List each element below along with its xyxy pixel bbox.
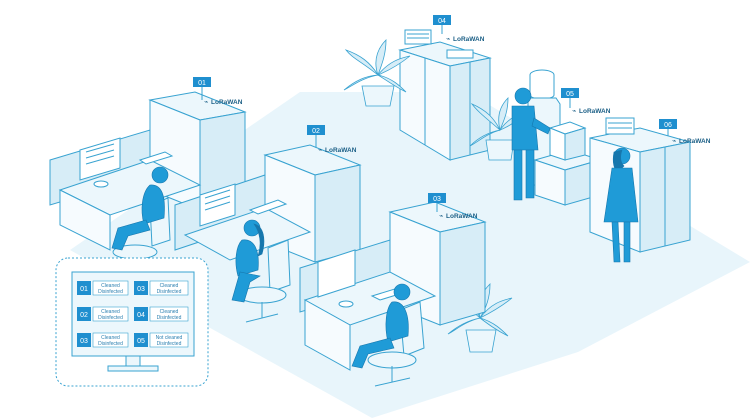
sensor-tag-05: 05 ⌁ LoRaWAN <box>561 88 611 115</box>
svg-text:05: 05 <box>137 338 145 345</box>
status-cell: 04 Cleaned Disinfected <box>134 306 189 322</box>
svg-text:Disinfected: Disinfected <box>157 341 182 347</box>
status-cell: 05 Not cleaned Disinfected <box>134 332 189 348</box>
sensor-tag-01: 01 ⌁ LoRaWAN <box>193 77 243 106</box>
sensor-tag-06: 06 ⌁ LoRaWAN <box>659 119 711 145</box>
workstation-03 <box>299 201 487 371</box>
svg-text:Disinfected: Disinfected <box>98 341 123 347</box>
status-cell: 03 Cleaned Disinfected <box>134 280 189 296</box>
svg-text:Disinfected: Disinfected <box>98 289 123 295</box>
plant-back-left <box>343 39 411 107</box>
status-cell: 01 Cleaned Disinfected <box>77 280 129 296</box>
lora-icon: ⌁ <box>439 212 443 220</box>
cabinet-04 <box>398 29 492 161</box>
sensor-tag-02: 02 ⌁ LoRaWAN <box>307 125 357 154</box>
svg-text:02: 02 <box>80 312 88 319</box>
person-seated-01 <box>111 166 169 251</box>
lorawan-label: LoRaWAN <box>446 213 478 220</box>
lorawan-label: LoRaWAN <box>453 36 485 43</box>
svg-text:04: 04 <box>137 312 145 319</box>
person-seated-02 <box>231 219 265 303</box>
svg-text:03: 03 <box>80 338 88 345</box>
lorawan-label: LoRaWAN <box>579 108 611 115</box>
svg-text:Not cleaned: Not cleaned <box>156 335 183 341</box>
sensor-id: 01 <box>198 80 206 87</box>
sensor-id: 03 <box>433 196 441 203</box>
coffee-counter <box>533 121 602 206</box>
sensor-tag-04: 04 ⌁ LoRaWAN <box>433 15 485 43</box>
workstation-02 <box>174 144 362 263</box>
status-panel: 01 Cleaned Disinfected 03 Cleaned Disinf… <box>55 257 209 387</box>
svg-text:Cleaned: Cleaned <box>101 283 120 289</box>
lorawan-label: LoRaWAN <box>679 138 711 145</box>
svg-text:03: 03 <box>137 286 145 293</box>
lora-icon: ⌁ <box>318 146 322 154</box>
status-cell: 03 Cleaned Disinfected <box>77 332 129 348</box>
svg-text:Cleaned: Cleaned <box>101 309 120 315</box>
sensor-id: 06 <box>664 122 672 129</box>
svg-text:Cleaned: Cleaned <box>160 283 179 289</box>
lora-icon: ⌁ <box>446 35 450 43</box>
lora-icon: ⌁ <box>572 107 576 115</box>
monitor-stand <box>125 355 141 367</box>
svg-text:01: 01 <box>80 286 88 293</box>
svg-text:Cleaned: Cleaned <box>160 309 179 315</box>
sensor-id: 02 <box>312 128 320 135</box>
svg-text:Disinfected: Disinfected <box>98 315 123 321</box>
person-standing-woman <box>603 147 639 263</box>
sensor-id: 04 <box>438 18 446 25</box>
svg-text:Disinfected: Disinfected <box>157 289 182 295</box>
status-cell: 02 Cleaned Disinfected <box>77 306 129 322</box>
sensor-id: 05 <box>566 91 574 98</box>
person-seated-03 <box>351 283 411 369</box>
svg-text:Disinfected: Disinfected <box>157 315 182 321</box>
lorawan-label: LoRaWAN <box>325 147 357 154</box>
person-standing-man <box>511 87 551 201</box>
sensor-tag-03: 03 ⌁ LoRaWAN <box>428 193 478 220</box>
lora-icon: ⌁ <box>672 137 676 145</box>
monitor-base <box>107 365 159 372</box>
lora-icon: ⌁ <box>204 98 208 106</box>
svg-text:Cleaned: Cleaned <box>101 335 120 341</box>
lorawan-label: LoRaWAN <box>211 99 243 106</box>
